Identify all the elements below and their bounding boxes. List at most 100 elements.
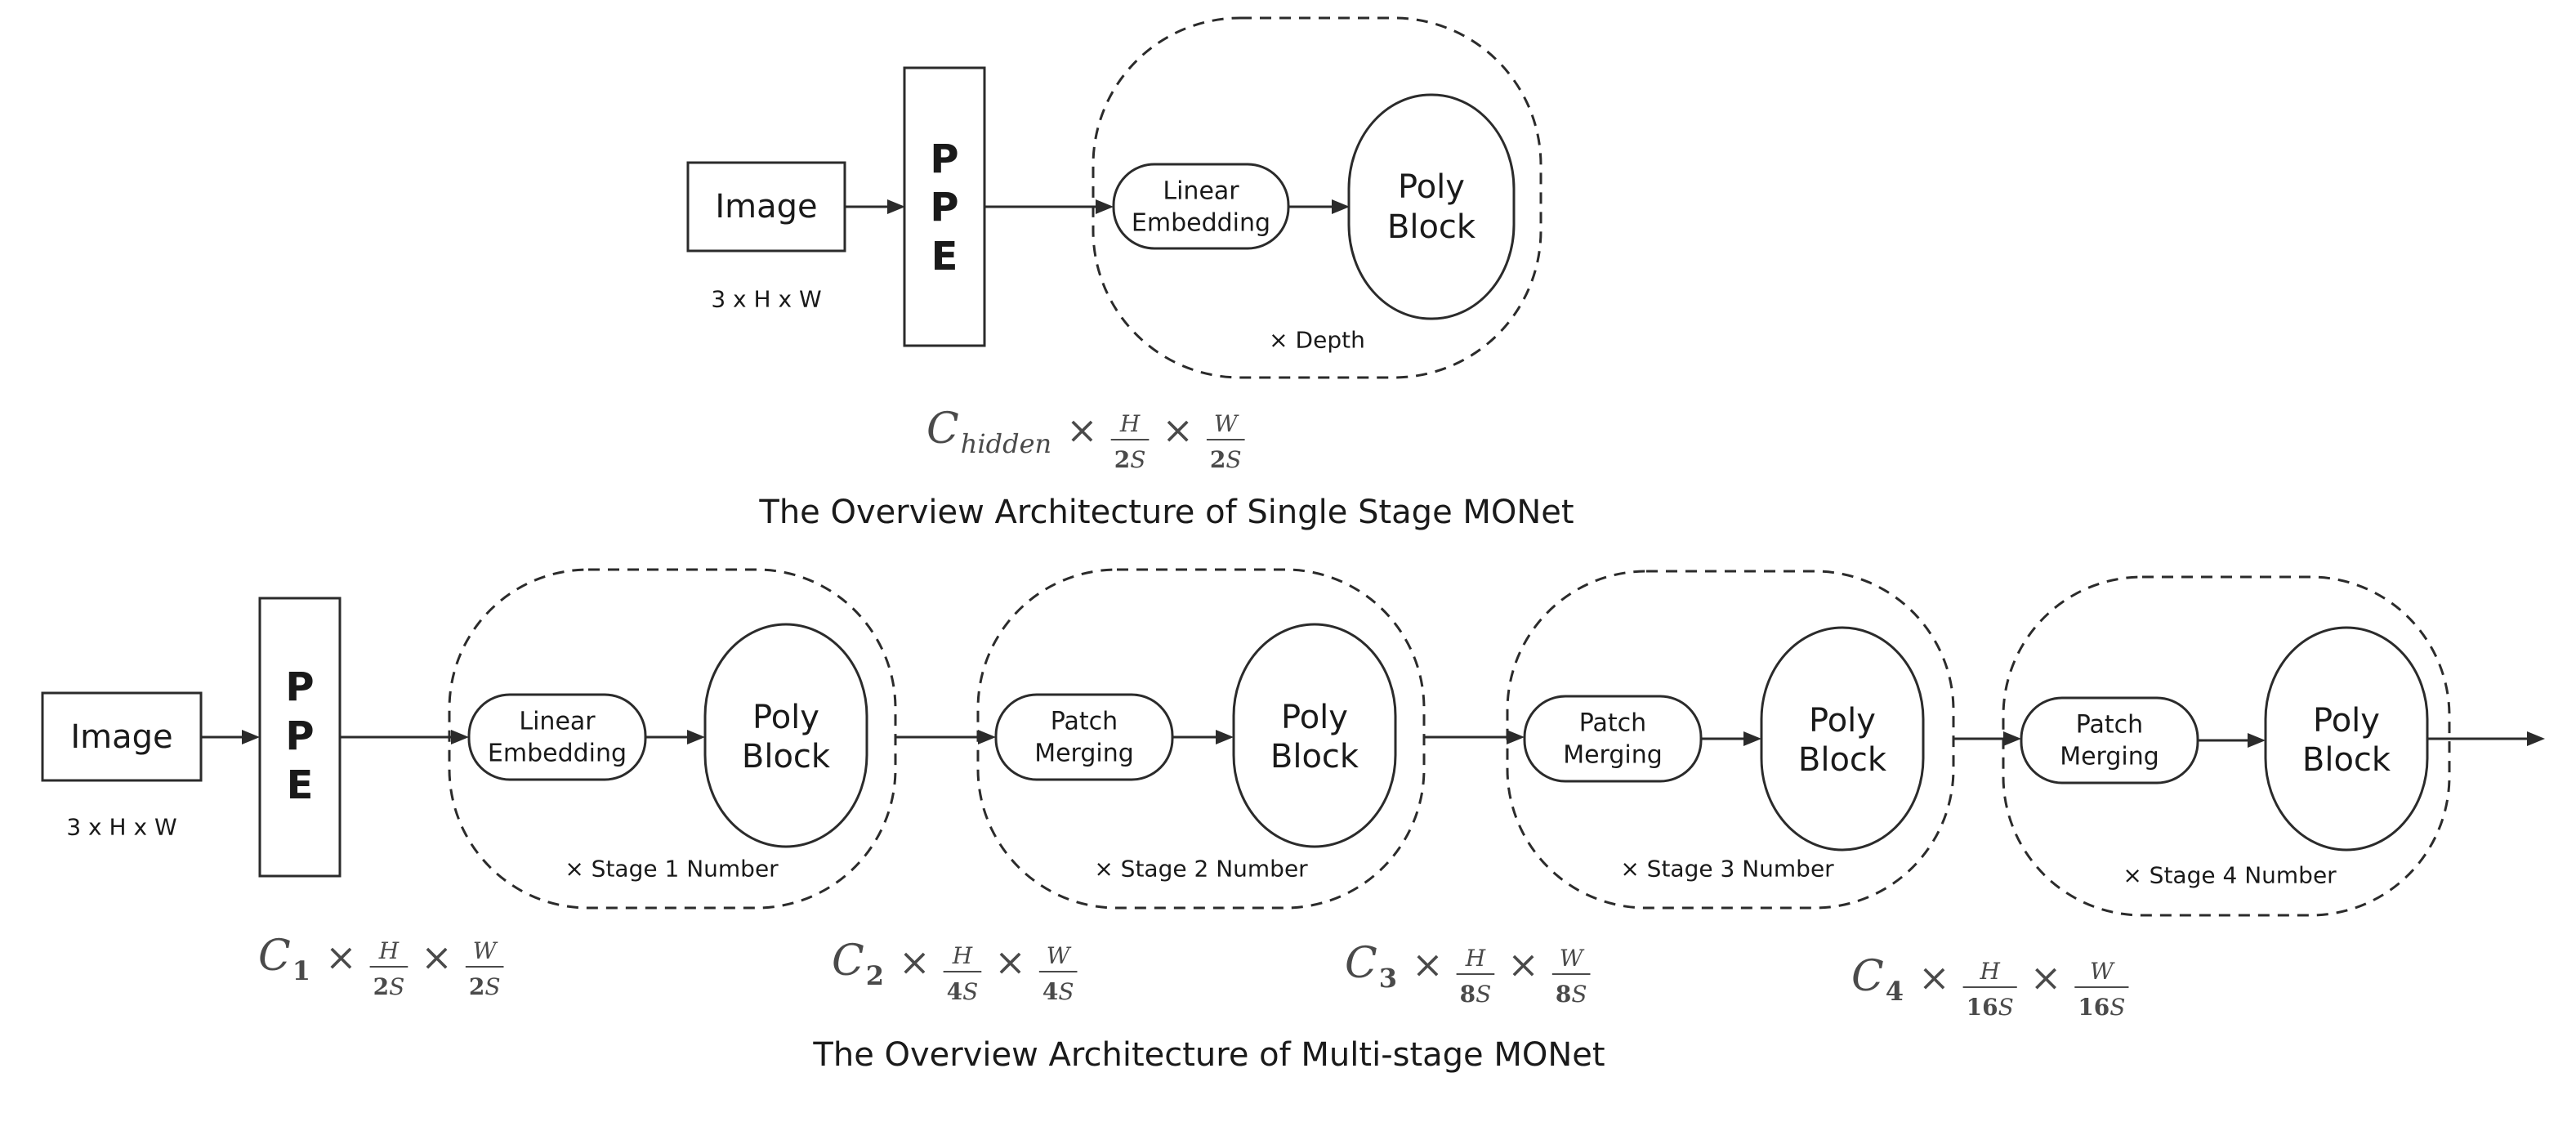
stage-3-repeat-label: × Stage 3 Number (1620, 856, 1834, 883)
single-image-box (686, 161, 846, 253)
single-image-dims: 3 x H x W (711, 286, 821, 313)
stage-3-formula-height-fraction-numerator: H (1465, 945, 1486, 972)
stage-3-poly-block (1760, 626, 1925, 852)
stage-2-poly-block (1232, 623, 1397, 848)
stage-2-formula-width-fraction: 4SW (1038, 942, 1078, 1005)
stage-4-repeat-group (2002, 575, 2451, 917)
stage-4-formula-times-2: × (2030, 955, 2062, 999)
single-formula-times-1: × (1066, 408, 1098, 452)
single-arrowhead-embed-poly (1332, 199, 1350, 214)
stage-1-formula-channel-subscript: 1 (292, 955, 310, 986)
multi-caption: The Overview Architecture of Multi-stage… (812, 1036, 1605, 1074)
stage-1-formula-height-fraction-denominator: 2S (373, 973, 405, 1000)
single-repeat-label: × Depth (1269, 327, 1365, 354)
stage-3-poly-line2: Block (1798, 741, 1887, 779)
stage-1-poly-line1: Poly (752, 699, 819, 736)
stage-2-formula-times-2: × (994, 940, 1026, 984)
multi-arrowhead-image-ppe (242, 730, 260, 744)
single-formula-channel-symbol: C (926, 405, 959, 454)
stage-4-formula-width-fraction: 16S W (2074, 958, 2129, 1021)
stage-1-embed-line1: Linear (519, 708, 596, 736)
stage-1-formula-width-fraction: 2S W (465, 937, 504, 1000)
stage-2-formula-width-fraction-numerator: W (1047, 942, 1072, 969)
multi-image-dims: 3 x H x W (66, 814, 176, 841)
arrowhead-stage3-stage4 (2003, 731, 2021, 746)
stage-1-formula-height-fraction-numerator: H (378, 937, 400, 964)
stage-4-poly-line1: Poly (2313, 702, 2380, 740)
stage-1-formula-times-2: × (421, 935, 453, 979)
single-poly-line2: Block (1387, 208, 1476, 246)
single-poly-line1: Poly (1398, 168, 1465, 206)
multi-ppe-letter-1: P (285, 664, 314, 710)
stage-2-arrowhead-embed-poly (1216, 730, 1234, 744)
single-formula-width-fraction: 2SW (1206, 410, 1245, 473)
stage-1-formula-width-fraction-numerator: W (473, 937, 498, 964)
stage-2-poly-line2: Block (1270, 738, 1359, 776)
stage-4-formula-channel-symbol: C (1851, 952, 1884, 1001)
stage-2-formula-height-fraction-numerator: H (952, 942, 973, 969)
stage-1-formula-channel-symbol: C (258, 932, 291, 981)
multi-ppe-letter-3: E (287, 762, 314, 808)
single-poly-block (1347, 93, 1516, 320)
stage-4-embed-line2: Merging (2060, 743, 2159, 771)
stage-3-arrowhead-embed-poly (1743, 731, 1761, 746)
stage-2: Patch Merging Poly Block × Stage 2 Numbe… (832, 568, 1426, 1005)
stage-1-formula-width-fraction-denominator: 2S (469, 973, 501, 1000)
stage-2-formula-channel-symbol: C (832, 937, 864, 986)
single-repeat-group (1092, 16, 1542, 379)
single-ppe-letter-3: E (931, 234, 958, 279)
stage-4-poly-line2: Block (2302, 741, 2391, 779)
arrowhead-stage2-stage3 (1507, 730, 1525, 744)
stage-2-formula-height-fraction: 4S H (943, 942, 982, 1005)
single-stage-diagram: Image 3 x H x W P P E Linear Embedding P… (686, 16, 1574, 531)
stage-1-formula-times-1: × (325, 935, 357, 979)
single-ppe-letter-2: P (930, 185, 958, 230)
single-formula-times-2: × (1162, 408, 1194, 452)
stage-3-formula-width-fraction-denominator: 8S (1556, 981, 1587, 1008)
stage-4-formula-width-fraction-denominator: 16S (2078, 994, 2125, 1021)
multi-image-box (41, 691, 203, 782)
stage-4-repeat-label: × Stage 4 Number (2123, 862, 2337, 889)
stage-3-formula-height-fraction-denominator: 8S (1460, 981, 1492, 1008)
stage-1: Linear Embedding Poly Block × Stage 1 Nu… (258, 568, 897, 1000)
stage-1-embed-line2: Embedding (488, 740, 627, 768)
multi-arrowhead-ppe-stage1 (451, 730, 469, 744)
single-linear-embedding-line2: Embedding (1132, 209, 1270, 238)
single-formula-height-fraction-numerator: H (1119, 410, 1141, 437)
stage-3-formula-height-fraction: 8S H (1456, 945, 1495, 1008)
stage-3-embed-line1: Patch (1579, 709, 1646, 738)
single-ppe-letter-1: P (930, 136, 958, 182)
stage-1-poly-block (703, 623, 868, 848)
single-formula-width-fraction-denominator: 2S (1210, 446, 1242, 473)
stage-4-formula-times-1: × (1918, 955, 1950, 999)
stage-1-arrowhead-embed-poly (687, 730, 705, 744)
stage-3: Patch Merging Poly Block × Stage 3 Numbe… (1345, 570, 1955, 1008)
stage-4-formula-width-fraction-numerator: W (2090, 958, 2115, 985)
stage-1-poly-line2: Block (742, 738, 831, 776)
multi-stage-diagram: Image 3 x H x W P P E Linear Embedding P… (41, 568, 2545, 1074)
single-image-label: Image (715, 188, 817, 226)
stage-3-poly-line1: Poly (1809, 702, 1876, 740)
stage-2-embed-line2: Merging (1034, 740, 1134, 768)
stage-1-formula-height-fraction: 2S H (369, 937, 408, 1000)
single-formula-channel-subscript: hidden (961, 428, 1051, 459)
single-formula-height-fraction: 2SH (1110, 410, 1150, 473)
stage-4: Patch Merging Poly Block × Stage 4 Numbe… (1851, 575, 2451, 1021)
multi-image-label: Image (70, 718, 172, 756)
stage-2-formula-times-1: × (899, 940, 931, 984)
multi-ppe-box (258, 597, 342, 878)
single-caption: The Overview Architecture of Single Stag… (758, 494, 1574, 531)
stage-4-formula-height-fraction-numerator: H (1979, 958, 2000, 985)
stage-2-formula-height-fraction-denominator: 4S (947, 978, 979, 1005)
stage-3-embed-line2: Merging (1563, 741, 1663, 770)
stage-3-formula-channel-subscript: 3 (1379, 963, 1397, 994)
single-ppe-box (903, 66, 986, 347)
stage-3-formula-times-2: × (1507, 942, 1539, 986)
stage-3-formula-channel-symbol: C (1345, 939, 1377, 988)
